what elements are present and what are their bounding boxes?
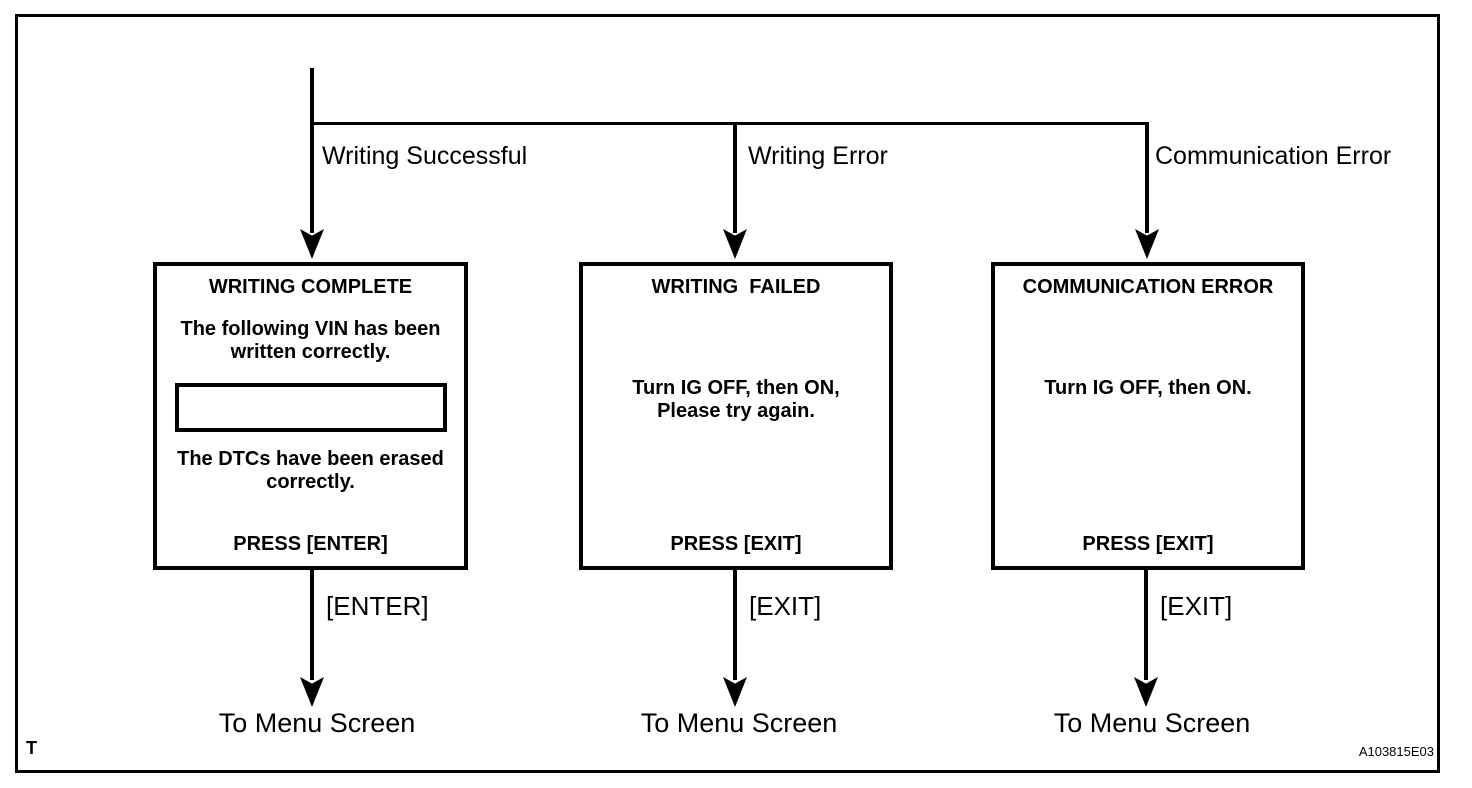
connector-writing-error-line bbox=[733, 122, 737, 233]
branch-label-writing-successful: Writing Successful bbox=[322, 142, 528, 170]
connector-comm-error-line bbox=[1145, 122, 1149, 233]
diagram-border-frame bbox=[15, 14, 1440, 773]
screen-message-dtc-erased: The DTCs have been erased correctly. bbox=[177, 448, 444, 493]
screen-box-communication-error: COMMUNICATION ERROR Turn IG OFF, then ON… bbox=[991, 262, 1305, 570]
destination-menu-screen: To Menu Screen bbox=[640, 708, 838, 738]
screen-box-writing-failed: WRITING FAILED Turn IG OFF, then ON, Ple… bbox=[579, 262, 893, 570]
key-label-exit: [EXIT] bbox=[749, 591, 822, 621]
screen-title: WRITING FAILED bbox=[651, 276, 821, 298]
press-exit-instruction: PRESS [EXIT] bbox=[1082, 533, 1214, 555]
screen-title: WRITING COMPLETE bbox=[208, 276, 413, 298]
figure-code: A103815E03 bbox=[1358, 744, 1434, 759]
connector-exit-line bbox=[1144, 570, 1148, 680]
connector-exit-line bbox=[310, 570, 314, 680]
vin-display-field bbox=[175, 383, 447, 432]
key-label-exit: [EXIT] bbox=[1160, 591, 1233, 621]
key-label-enter: [ENTER] bbox=[326, 591, 429, 621]
connector-exit-line bbox=[733, 570, 737, 680]
branch-label-writing-error: Writing Error bbox=[748, 142, 888, 170]
destination-menu-screen: To Menu Screen bbox=[218, 708, 416, 738]
press-exit-instruction: PRESS [EXIT] bbox=[670, 533, 802, 555]
screen-message-ig-off-on: Turn IG OFF, then ON. bbox=[1044, 377, 1252, 399]
corner-mark-t: T bbox=[26, 738, 37, 758]
connector-branch-bar bbox=[310, 122, 1149, 125]
screen-message-vin-written: The following VIN has been written corre… bbox=[180, 318, 441, 363]
screen-title: COMMUNICATION ERROR bbox=[1022, 276, 1274, 298]
branch-label-communication-error: Communication Error bbox=[1155, 142, 1392, 170]
screen-box-writing-complete: WRITING COMPLETE The following VIN has b… bbox=[153, 262, 468, 570]
press-enter-instruction: PRESS [ENTER] bbox=[233, 533, 388, 555]
screen-message-try-again: Turn IG OFF, then ON, Please try again. bbox=[632, 377, 840, 422]
destination-menu-screen: To Menu Screen bbox=[1053, 708, 1251, 738]
connector-stem-line bbox=[310, 68, 314, 233]
